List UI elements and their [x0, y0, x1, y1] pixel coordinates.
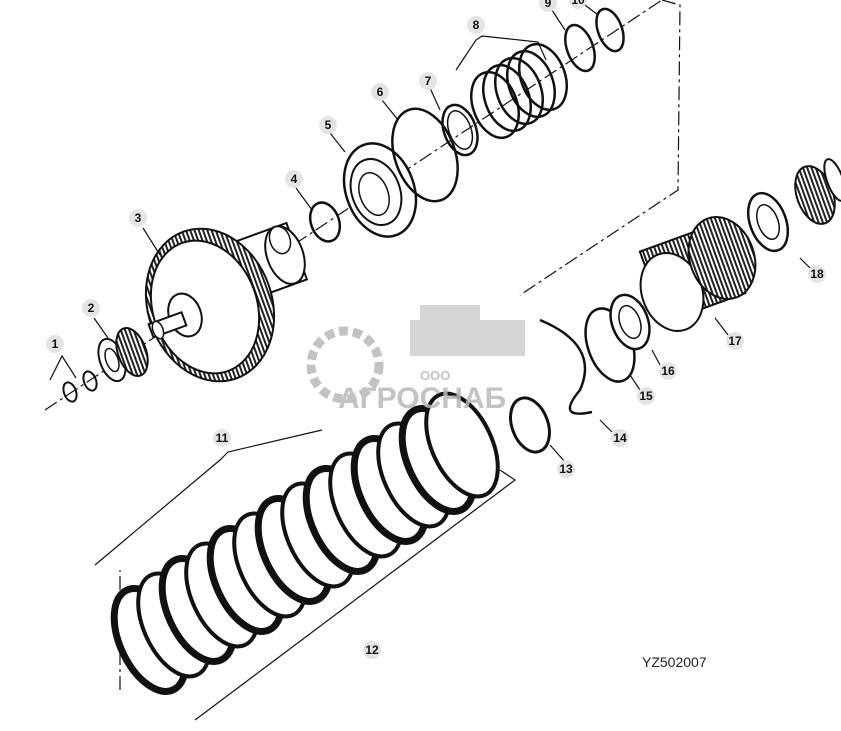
callout-label: 10 — [571, 0, 585, 7]
callout-17: 17 — [726, 332, 744, 350]
callout-10: 10 — [569, 0, 587, 9]
callout-13: 13 — [557, 460, 575, 478]
part-10-snap-ring — [595, 7, 625, 53]
callout-12: 12 — [363, 641, 381, 659]
callout-14: 14 — [611, 429, 629, 447]
part-14-snap-ring — [539, 318, 593, 415]
callout-circle — [363, 641, 381, 659]
callout-8: 8 — [467, 16, 485, 34]
callout-16: 16 — [659, 362, 677, 380]
part-8-spring-pack — [470, 42, 568, 140]
callout-label: 3 — [135, 211, 142, 225]
callout-9: 9 — [539, 0, 557, 12]
callout-label: 12 — [365, 643, 379, 657]
part-2-bearing — [97, 327, 149, 383]
part-3-gear-shaft — [144, 221, 309, 383]
connection-line — [519, 0, 681, 296]
callout-circle — [82, 299, 100, 317]
callout-circle — [569, 0, 587, 9]
callout-circle — [285, 170, 303, 188]
callout-label: 16 — [661, 364, 675, 378]
callout-7: 7 — [419, 72, 437, 90]
callout-label: 15 — [639, 389, 653, 403]
part-18-bearing — [746, 158, 841, 253]
callout-circle — [808, 265, 826, 283]
callout-2: 2 — [82, 299, 100, 317]
callout-6: 6 — [371, 83, 389, 101]
part-17-hub — [638, 216, 757, 332]
callout-circle — [213, 429, 231, 447]
callout-circle — [637, 387, 655, 405]
callout-1: 1 — [46, 335, 64, 353]
clutch-disc — [424, 391, 500, 499]
part-11-12-clutch-discs — [110, 391, 500, 695]
part-16-bearing-race — [609, 293, 651, 351]
part-7-ring — [441, 103, 479, 157]
watermark-company-form: ООО — [420, 368, 450, 383]
callout-label: 6 — [377, 85, 384, 99]
callout-15: 15 — [637, 387, 655, 405]
callout-circle — [129, 209, 147, 227]
callout-circle — [371, 83, 389, 101]
part-6-seal-ring — [391, 107, 459, 203]
reference-code: YZ502007 — [642, 654, 707, 670]
callout-label: 1 — [52, 337, 59, 351]
callout-18: 18 — [808, 265, 826, 283]
callout-circle — [46, 335, 64, 353]
callout-11: 11 — [213, 429, 231, 447]
callout-label: 7 — [425, 74, 432, 88]
part-1-snap-rings — [62, 370, 98, 403]
callout-label: 5 — [325, 118, 332, 132]
watermark-logo: ООО АГРОСНАБ — [306, 305, 525, 415]
part-5-piston — [342, 142, 418, 238]
callout-circle — [467, 16, 485, 34]
callout-3: 3 — [129, 209, 147, 227]
callout-circle — [726, 332, 744, 350]
callout-label: 11 — [216, 431, 229, 445]
callout-circle — [419, 72, 437, 90]
callout-label: 17 — [728, 334, 742, 348]
callout-label: 2 — [88, 301, 95, 315]
callout-label: 18 — [810, 267, 824, 281]
watermark-company-name: АГРОСНАБ — [338, 382, 506, 415]
callout-label: 14 — [613, 431, 627, 445]
callout-label: 9 — [545, 0, 552, 10]
callout-4: 4 — [285, 170, 303, 188]
callout-label: 8 — [473, 18, 480, 32]
callout-circle — [611, 429, 629, 447]
part-9-snap-ring — [564, 23, 596, 73]
callout-circle — [319, 116, 337, 134]
callout-circle — [557, 460, 575, 478]
leader-lines — [49, 4, 811, 721]
callout-circle — [539, 0, 557, 12]
callout-label: 13 — [559, 462, 573, 476]
callout-5: 5 — [319, 116, 337, 134]
part-4-o-ring — [308, 201, 342, 243]
callout-label: 4 — [291, 172, 298, 186]
part-13-ring — [509, 396, 551, 454]
callout-circle — [659, 362, 677, 380]
